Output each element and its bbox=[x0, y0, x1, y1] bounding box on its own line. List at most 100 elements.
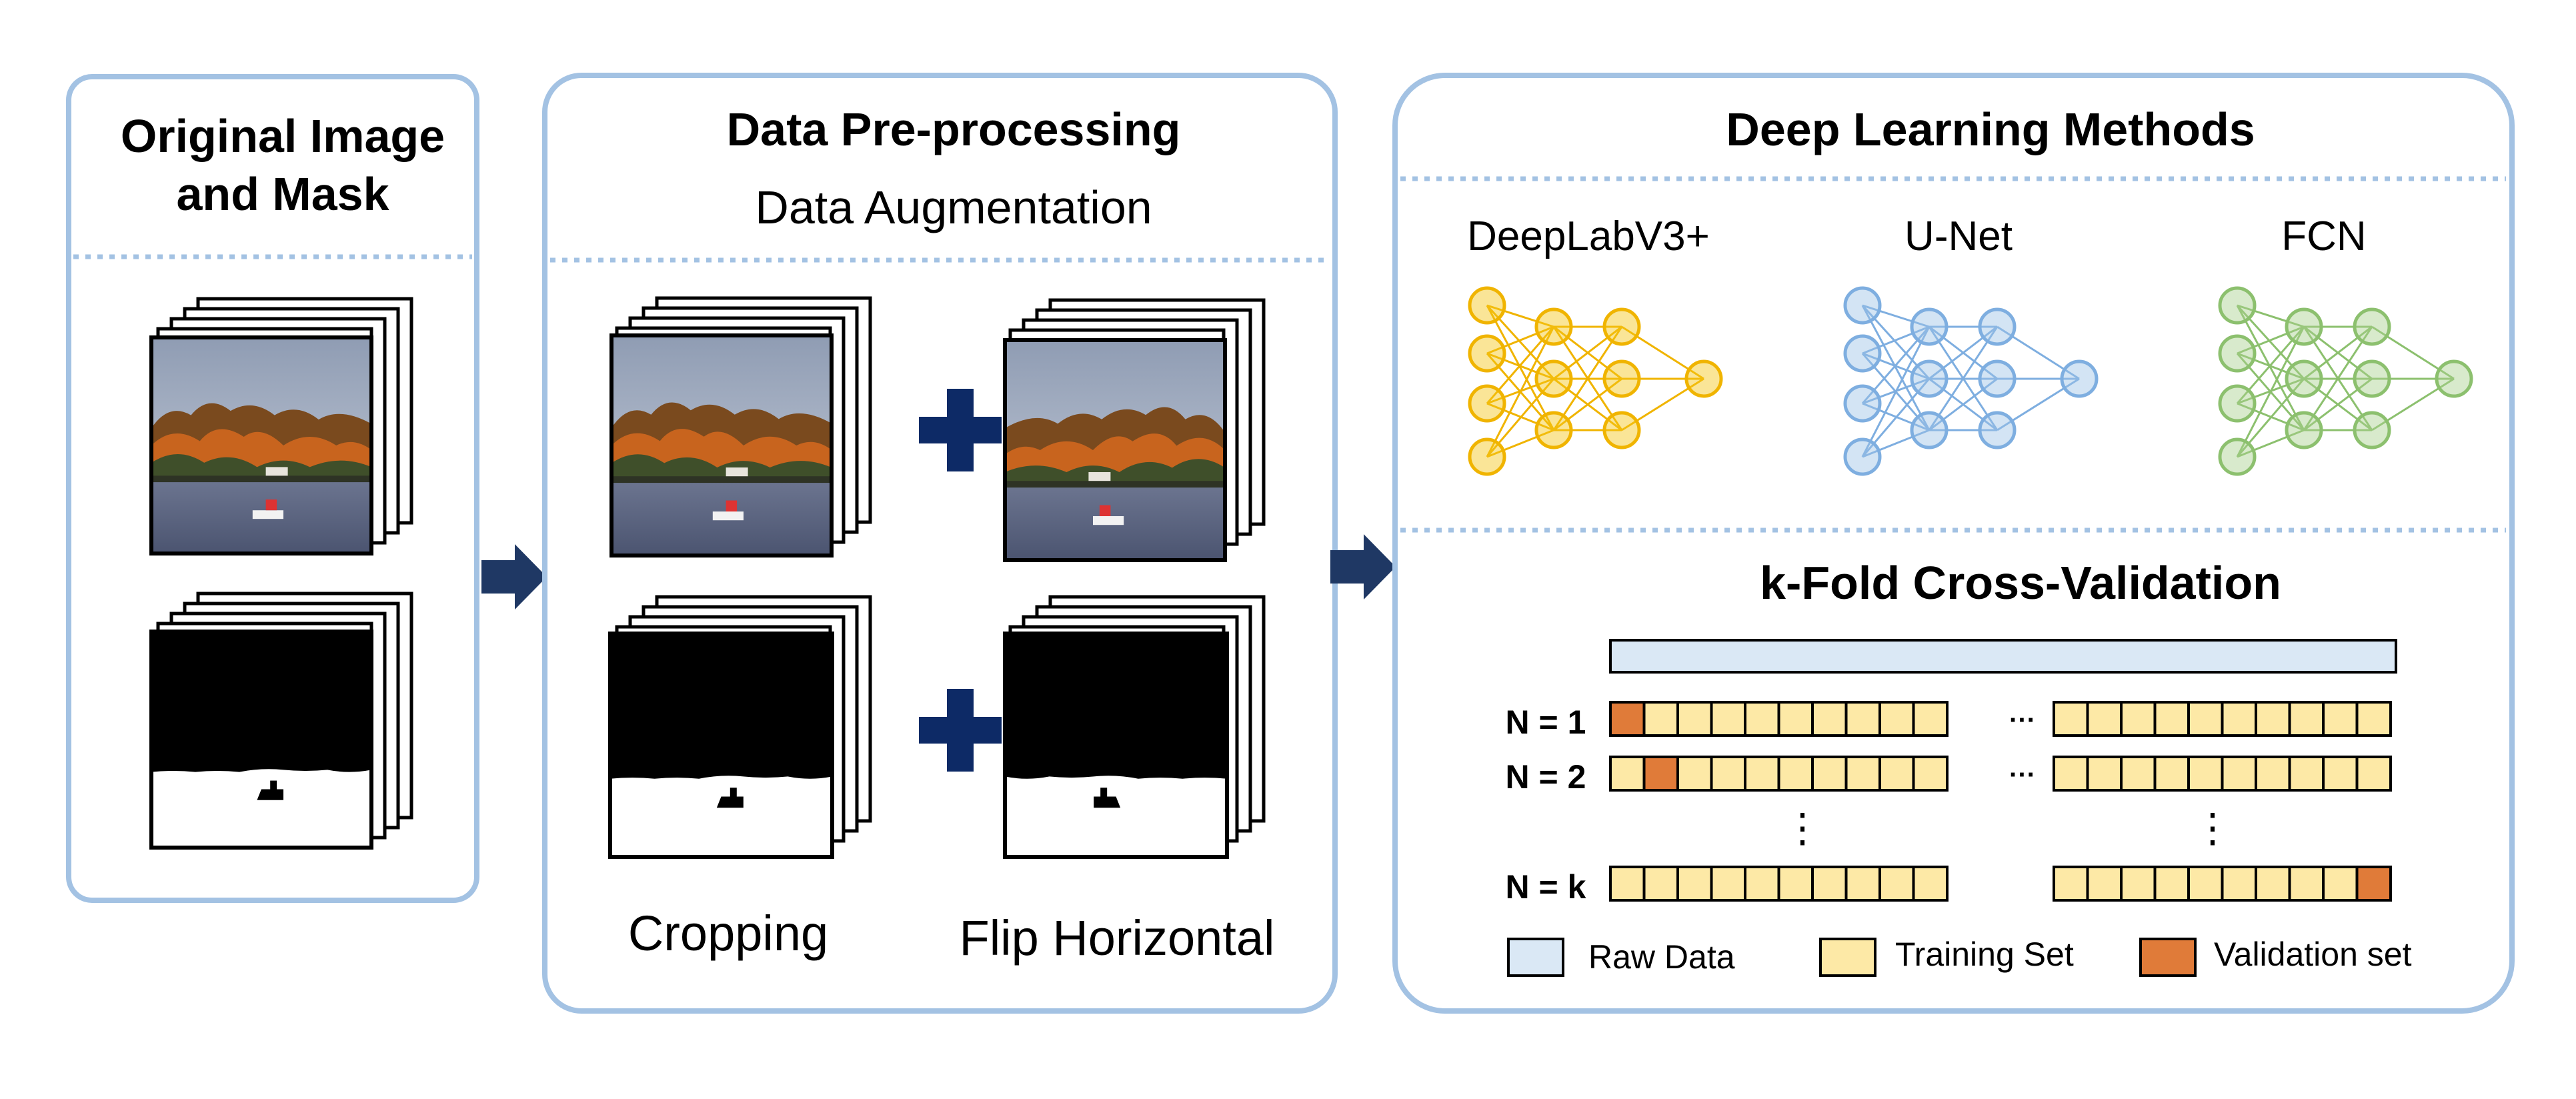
training-fold-cell bbox=[2221, 701, 2257, 737]
network-node bbox=[2218, 384, 2257, 423]
lake-mask bbox=[151, 632, 371, 848]
training-fold-cell bbox=[2120, 756, 2157, 792]
training-fold-cell bbox=[1744, 866, 1780, 902]
network-node bbox=[1468, 334, 1506, 373]
training-fold-cell bbox=[2288, 701, 2325, 737]
flipped-mask bbox=[1005, 634, 1227, 857]
training-fold-cell bbox=[2153, 756, 2190, 792]
network-node bbox=[2285, 359, 2323, 398]
training-fold-cell bbox=[1609, 756, 1646, 792]
network-node bbox=[2218, 286, 2257, 325]
training-fold-cell bbox=[1912, 866, 1949, 902]
training-fold-cell bbox=[1744, 701, 1780, 737]
network-edge bbox=[1486, 326, 1555, 457]
network-node bbox=[1534, 359, 1573, 398]
network-node bbox=[2353, 359, 2391, 398]
network-node bbox=[1602, 307, 1641, 346]
training-fold-cell bbox=[2355, 756, 2392, 792]
training-fold-cell bbox=[1844, 866, 1881, 902]
ellipsis-horizontal: ··· bbox=[2009, 760, 2036, 790]
model-label-deeplabv3: DeepLabV3+ bbox=[1467, 213, 1710, 259]
training-fold-cell bbox=[1676, 756, 1713, 792]
network-unet bbox=[1843, 286, 2099, 476]
caption-flip-horizontal: Flip Horizontal bbox=[960, 910, 1275, 966]
panel-original-title-line1: Original Image bbox=[121, 110, 445, 162]
plus-icon bbox=[919, 689, 1002, 772]
training-fold-cell bbox=[1811, 756, 1848, 792]
network-edge bbox=[2237, 325, 2305, 355]
training-fold-cell bbox=[2288, 756, 2325, 792]
panel-preprocessing: Data Pre-processing Data Augmentation bbox=[542, 73, 1338, 1014]
training-fold-cell bbox=[2120, 866, 2157, 902]
network-node bbox=[1602, 411, 1641, 449]
network-edge bbox=[1928, 377, 1998, 431]
training-fold-cell bbox=[2053, 701, 2089, 737]
model-label-unet: U-Net bbox=[1904, 213, 2013, 259]
training-fold-cell bbox=[1609, 866, 1646, 902]
legend-swatch-validation bbox=[2139, 938, 2197, 977]
panel-preprocessing-title: Data Pre-processing bbox=[727, 103, 1181, 155]
legend-swatch-raw bbox=[1507, 938, 1564, 977]
training-fold-cell bbox=[1777, 756, 1814, 792]
training-fold-cell bbox=[1744, 756, 1780, 792]
training-fold-cell bbox=[2255, 701, 2291, 737]
model-label-fcn: FCN bbox=[2281, 213, 2366, 259]
training-fold-cell bbox=[2255, 756, 2291, 792]
network-edge bbox=[1862, 429, 1930, 458]
panel-preprocessing-subtitle: Data Augmentation bbox=[755, 181, 1152, 233]
training-fold-cell bbox=[2086, 756, 2123, 792]
fold-grid bbox=[1609, 701, 2392, 902]
training-fold-cell bbox=[1878, 701, 1915, 737]
network-node bbox=[2060, 359, 2099, 398]
training-fold-cell bbox=[1710, 866, 1746, 902]
network-node bbox=[2353, 307, 2391, 346]
flipped-mask-stack bbox=[1003, 595, 1266, 859]
validation-fold-cell bbox=[2355, 866, 2392, 902]
training-fold-cell bbox=[2221, 866, 2257, 902]
fold-label-n1: N = 1 bbox=[1506, 704, 1586, 741]
network-node bbox=[1468, 437, 1506, 476]
network-node bbox=[1910, 307, 1949, 346]
network-edge bbox=[1862, 304, 1930, 328]
training-fold-cell bbox=[1710, 756, 1746, 792]
network-node bbox=[1468, 384, 1506, 423]
network-edge bbox=[2236, 305, 2305, 431]
training-fold-cell bbox=[1844, 701, 1881, 737]
training-fold-cell bbox=[2053, 756, 2089, 792]
training-fold-cell bbox=[1676, 701, 1713, 737]
network-node bbox=[1978, 307, 2017, 346]
network-edge bbox=[2303, 325, 2373, 380]
network-node bbox=[2285, 411, 2323, 449]
network-edge bbox=[1861, 326, 1930, 457]
training-fold-cell bbox=[1642, 701, 1679, 737]
network-node bbox=[1978, 411, 2017, 449]
training-fold-cell bbox=[1878, 866, 1915, 902]
ellipsis-vertical: ⋮ bbox=[1782, 806, 1822, 850]
network-edge bbox=[1861, 305, 1930, 431]
training-fold-cell bbox=[2221, 756, 2257, 792]
training-fold-cell bbox=[2086, 701, 2123, 737]
network-node bbox=[1602, 359, 1641, 398]
network-edge bbox=[2236, 326, 2305, 457]
training-fold-cell bbox=[1811, 866, 1848, 902]
training-fold-cell bbox=[1912, 756, 1949, 792]
network-node bbox=[1843, 384, 1882, 423]
network-edge bbox=[1928, 326, 1999, 431]
training-fold-cell bbox=[1912, 701, 1949, 737]
training-fold-cell bbox=[1777, 866, 1814, 902]
network-edge bbox=[1486, 304, 1554, 328]
cv-title: k-Fold Cross-Validation bbox=[1760, 557, 2281, 609]
training-fold-cell bbox=[1676, 866, 1713, 902]
validation-fold-cell bbox=[1609, 701, 1646, 737]
network-node bbox=[2218, 437, 2257, 476]
training-fold-cell bbox=[2153, 701, 2190, 737]
validation-fold-cell bbox=[1642, 756, 1679, 792]
original-image-stack bbox=[149, 297, 413, 556]
network-node bbox=[1910, 359, 1949, 398]
panel-original: Original Image and Mask bbox=[66, 74, 479, 903]
training-fold-cell bbox=[2053, 866, 2089, 902]
network-node bbox=[2353, 411, 2391, 449]
network-node bbox=[1978, 359, 2017, 398]
training-fold-cell bbox=[2322, 756, 2359, 792]
training-fold-cell bbox=[2355, 701, 2392, 737]
